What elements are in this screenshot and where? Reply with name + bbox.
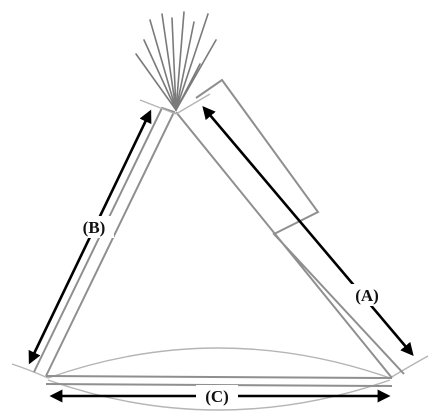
right-pole	[175, 78, 405, 379]
ground-curve-right	[389, 355, 429, 379]
left-pole	[33, 106, 176, 377]
arrow-a	[202, 106, 414, 356]
top-stick-bundle	[135, 11, 217, 115]
label-a-background	[346, 284, 388, 306]
base-pole	[45, 375, 393, 387]
label-a: (A)	[355, 286, 379, 305]
base-curve-top	[47, 347, 391, 379]
label-b-background	[74, 216, 114, 238]
label-c: (C)	[205, 387, 229, 406]
label-b: (B)	[83, 218, 106, 237]
ground-curve-left	[11, 363, 49, 379]
label-c-background	[196, 385, 238, 407]
